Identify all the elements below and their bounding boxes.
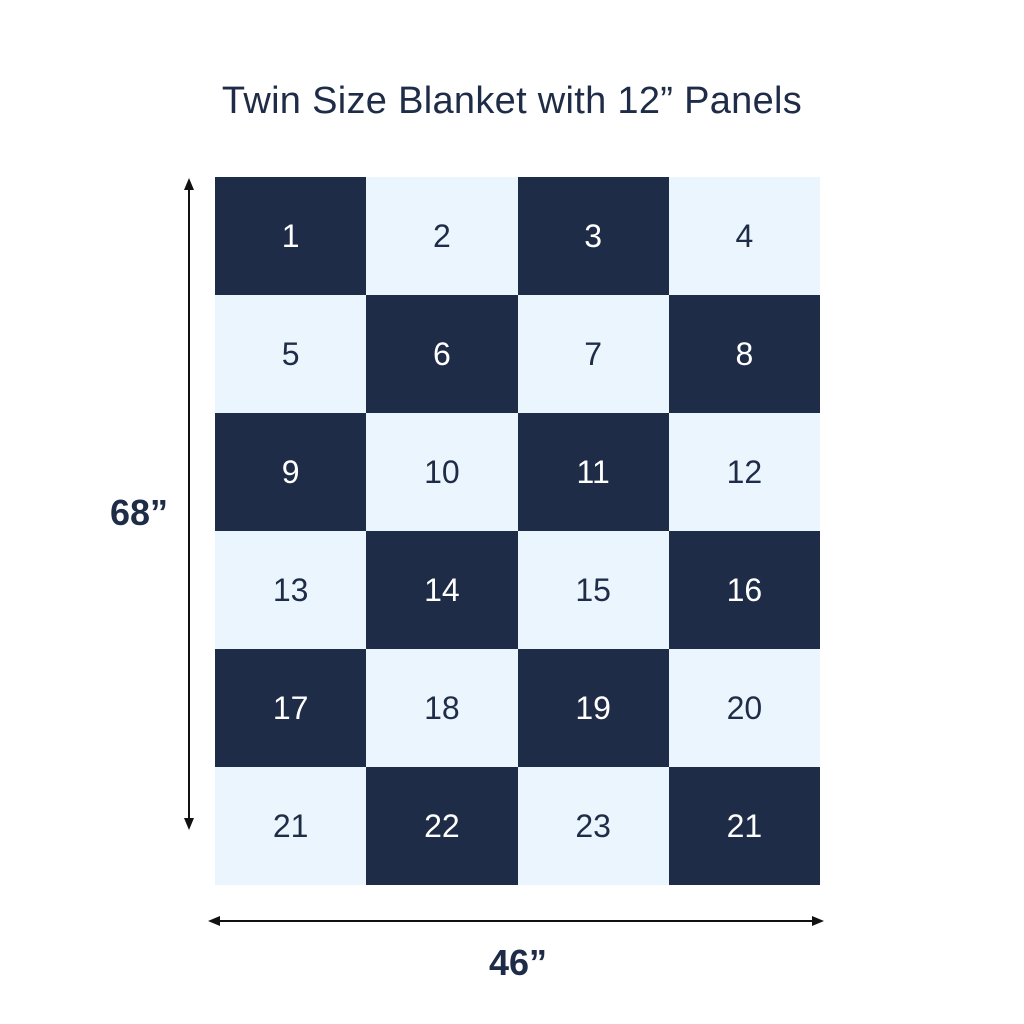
width-label: 46” (488, 942, 548, 983)
panel-19: 19 (517, 649, 669, 767)
width-dimension-arrow-icon (208, 916, 824, 926)
height-dimension-arrow-icon (184, 178, 194, 830)
height-label: 68” (110, 492, 169, 533)
panel-5: 5 (215, 295, 367, 413)
panel-10: 10 (366, 413, 518, 531)
panel-2: 2 (366, 177, 518, 295)
panel-14: 14 (366, 531, 518, 649)
panel-22: 22 (366, 767, 518, 885)
panel-13: 13 (215, 531, 367, 649)
panel-3: 3 (517, 177, 669, 295)
panel-23: 23 (517, 767, 669, 885)
panel-4: 4 (668, 177, 820, 295)
panel-17: 17 (215, 649, 367, 767)
panel-1: 1 (215, 177, 367, 295)
panel-15: 15 (517, 531, 669, 649)
panel-9: 9 (215, 413, 367, 531)
panel-12: 12 (668, 413, 820, 531)
panel-6: 6 (366, 295, 518, 413)
panel-8: 8 (668, 295, 820, 413)
panel-21: 21 (215, 767, 367, 885)
diagram-title: Twin Size Blanket with 12” Panels (221, 80, 803, 122)
panel-11: 11 (517, 413, 669, 531)
panel-16: 16 (668, 531, 820, 649)
panel-20: 20 (668, 649, 820, 767)
panel-7: 7 (517, 295, 669, 413)
panel-24: 21 (668, 767, 820, 885)
panel-18: 18 (366, 649, 518, 767)
